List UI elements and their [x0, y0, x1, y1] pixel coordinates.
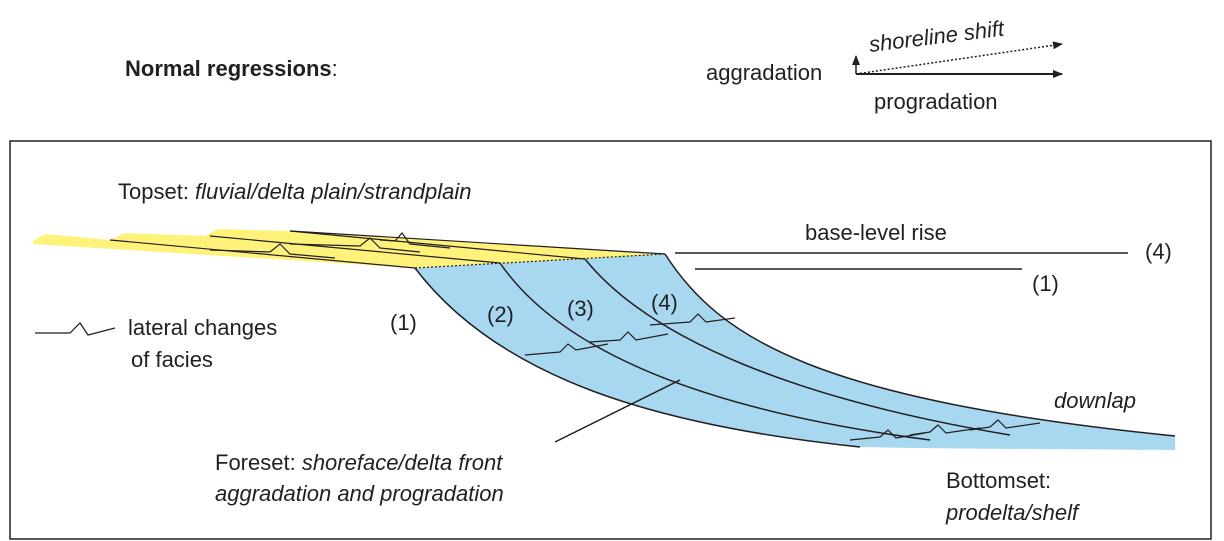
shoreline-shift-label: shoreline shift [868, 15, 1007, 56]
clinoform-4 [664, 253, 1176, 437]
topset-layer-4 [290, 231, 665, 259]
clinoform-3-label: (3) [567, 296, 594, 321]
topset-layer-3 [205, 229, 585, 263]
aggradation-label: aggradation [706, 60, 822, 85]
shoreline-shift-arrow [855, 41, 1063, 75]
progradation-label: progradation [874, 89, 998, 114]
facies-legend-line1: lateral changes [128, 315, 277, 340]
bottomset-label: Bottomset: [946, 468, 1051, 493]
shoreline-shift-legend: aggradation shoreline shift progradation [706, 15, 1063, 114]
facies-legend-symbol [35, 322, 116, 336]
foreset-label-line2: aggradation and progradation [215, 481, 504, 506]
foreset-facies-zigzags [524, 313, 1041, 441]
topset-label: Topset: fluvial/delta plain/strandplain [118, 179, 471, 204]
clinoform-3 [584, 258, 1011, 436]
topset-layer-2 [110, 233, 500, 268]
clinoform-2 [499, 262, 931, 441]
base-level-1-label: (1) [1032, 271, 1059, 296]
clinoform-1 [414, 267, 861, 448]
diagram-frame [9, 140, 1212, 540]
bottomset-description: prodelta/shelf [945, 500, 1081, 525]
clinoform-2-label: (2) [487, 302, 514, 327]
topset-lines [109, 230, 666, 269]
base-level-rise-label: base-level rise [805, 220, 947, 245]
base-level-lines [675, 252, 1128, 270]
clinoforms [414, 253, 1176, 448]
downlap-label: downlap [1054, 388, 1136, 413]
foreset-wedge [415, 254, 1175, 450]
base-level-4-label: (4) [1145, 239, 1172, 264]
clinoform-1-label: (1) [390, 310, 417, 335]
foreset-label: Foreset: shoreface/delta front [215, 450, 503, 475]
page-title: Normal regressions: [125, 56, 338, 81]
clinoform-4-label: (4) [651, 290, 678, 315]
topset-facies-zigzags [209, 232, 451, 259]
foreset-leader-line [554, 379, 681, 443]
facies-legend-line2: of facies [131, 347, 213, 372]
